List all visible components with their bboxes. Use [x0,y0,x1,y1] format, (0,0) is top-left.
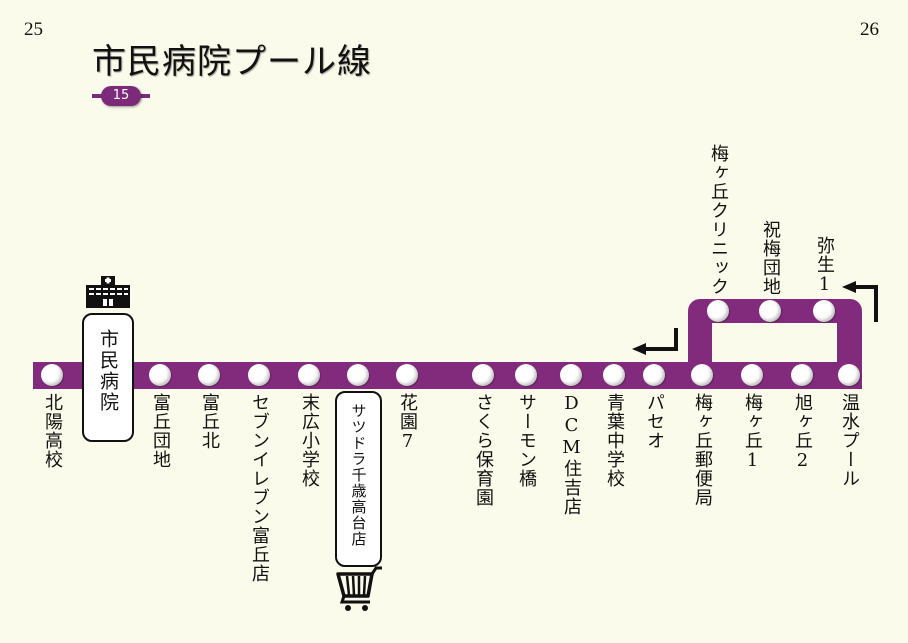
station-dot-shukubai-danchi[interactable] [759,300,781,322]
station-dot-hokuyo-koko[interactable] [41,364,63,386]
station-dot-dcm[interactable] [560,364,582,386]
station-label-satudora: サツドラ千歳高台店 [349,403,368,547]
route-number: 15 [101,86,141,106]
station-label-aoba-chugakko: 青葉中学校 [604,393,625,488]
station-dot-asahigaoka2[interactable] [791,364,813,386]
arrow-left-return-icon [630,326,682,360]
station-dot-yayoi1[interactable] [813,300,835,322]
station-box-satudora[interactable]: サツドラ千歳高台店 [335,391,382,567]
page-number-left: 25 [24,19,43,40]
arrow-left-loop-icon [840,280,882,328]
route-title: 市民病院プール線 [92,42,372,82]
station-dot-paseo[interactable] [643,364,665,386]
station-label-salmon-bashi: サーモン橋 [516,393,537,488]
shopping-cart-icon [336,566,386,618]
station-dot-umegaoka-yubinkyoku[interactable] [691,364,713,386]
station-dot-umegaoka1[interactable] [741,364,763,386]
station-label-shukubai-danchi: 祝梅団地 [760,220,781,296]
station-label-seven-eleven: セブンイレブン富丘店 [249,393,270,583]
station-label-tomioka-kita: 富丘北 [199,393,220,450]
station-label-umegaoka-yubinkyoku: 梅ヶ丘郵便局 [692,393,713,507]
station-dot-onsui-pool[interactable] [838,364,860,386]
route-number-badge: 15 [92,86,150,106]
station-label-yayoi1: 弥生1 [814,236,835,296]
station-label-dcm: DCM住吉店 [561,393,582,516]
station-dot-satudora[interactable] [347,364,369,386]
station-label-sakura-hoikuen: さくら保育園 [473,393,494,507]
station-label-umegaoka1: 梅ヶ丘1 [742,393,763,472]
station-label-hokuyo-koko: 北陽高校 [42,393,63,469]
station-label-tomioka-danchi: 富丘団地 [150,393,171,469]
station-label-shimin-byoin: 市民病院 [97,329,119,413]
station-dot-hanazono7[interactable] [396,364,418,386]
station-dot-seven-eleven[interactable] [248,364,270,386]
station-label-hanazono7: 花園7 [397,393,418,453]
page-number-right: 26 [860,19,879,40]
station-dot-aoba-chugakko[interactable] [603,364,625,386]
station-label-onsui-pool: 温水プール [839,393,860,488]
station-label-umegaoka-clinic: 梅ヶ丘クリニック [708,144,729,296]
station-dot-tomioka-kita[interactable] [198,364,220,386]
station-dot-tomioka-danchi[interactable] [149,364,171,386]
station-dot-suehiro-shogakko[interactable] [298,364,320,386]
station-label-paseo: パセオ [644,393,665,450]
station-box-shimin-byoin[interactable]: 市民病院 [82,313,134,442]
station-label-suehiro-shogakko: 末広小学校 [299,393,320,488]
station-label-asahigaoka2: 旭ヶ丘2 [792,393,813,472]
station-dot-salmon-bashi[interactable] [515,364,537,386]
station-dot-sakura-hoikuen[interactable] [472,364,494,386]
station-dot-umegaoka-clinic[interactable] [707,300,729,322]
loop-inner-space [712,323,837,362]
hospital-icon [84,276,132,312]
